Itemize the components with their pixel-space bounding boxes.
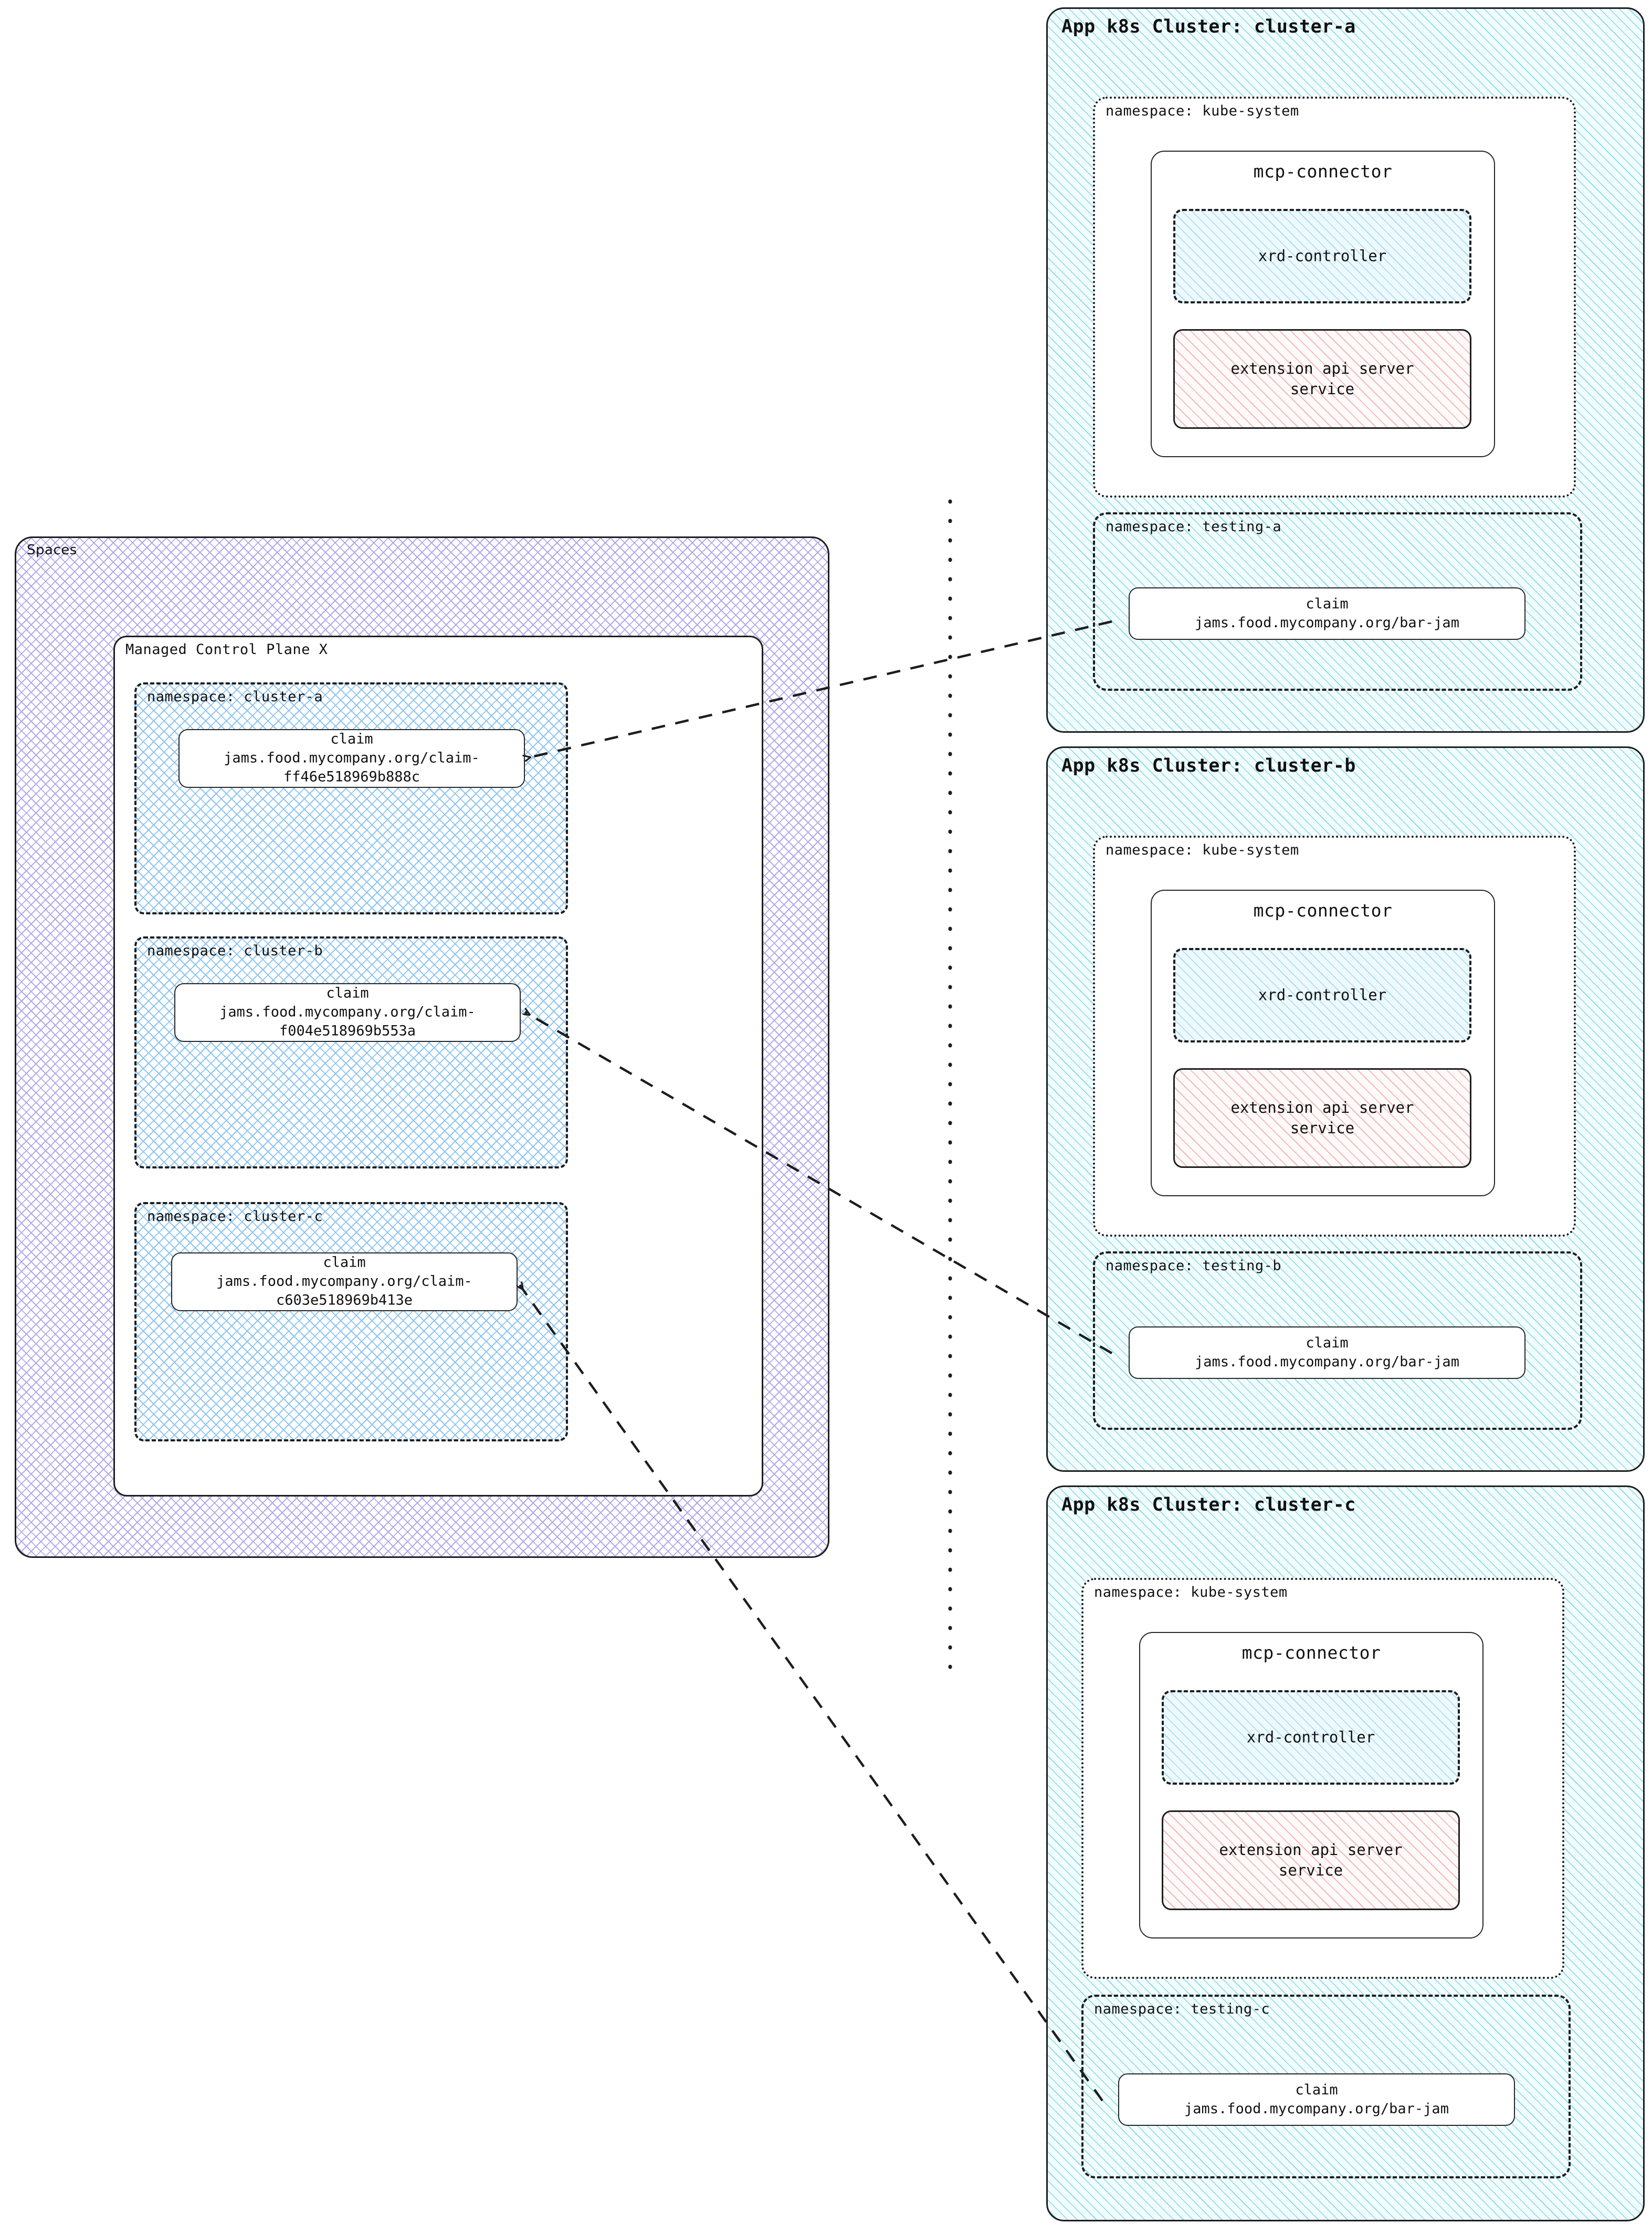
cluster-b-bar-jam-kind: claim — [1306, 1334, 1349, 1351]
namespace-cluster-a-label: namespace: cluster-a — [147, 689, 323, 705]
cluster-b-xrd-controller-label: xrd-controller — [1258, 986, 1387, 1004]
claim-cluster-b-text: claim jams.food.mycompany.org/claim- f00… — [175, 984, 520, 1041]
cluster-c-title: App k8s Cluster: cluster-c — [1061, 1494, 1356, 1515]
claim-cluster-c[interactable]: claim jams.food.mycompany.org/claim- c60… — [171, 1252, 518, 1311]
cluster-a-extension-api-server-service-label: extension api server service — [1230, 360, 1414, 398]
claim-cluster-c-text: claim jams.food.mycompany.org/claim- c60… — [172, 1253, 517, 1311]
claim-cluster-a-text: claim jams.food.mycompany.org/claim- ff4… — [180, 730, 524, 787]
cluster-c-bar-jam-claim-text: claim jams.food.mycompany.org/bar-jam — [1119, 2081, 1514, 2119]
cluster-b-testing-namespace-label: namespace: testing-b — [1106, 1258, 1282, 1274]
cluster-c-kube-system-label: namespace: kube-system — [1094, 1584, 1288, 1600]
cluster-a-xrd-controller: xrd-controller — [1173, 209, 1471, 303]
cluster-c-bar-jam-kind: claim — [1295, 2081, 1338, 2098]
cluster-b-extension-api-server-service-label: extension api server service — [1230, 1099, 1414, 1137]
cluster-b-xrd-controller: xrd-controller — [1173, 948, 1471, 1042]
cluster-a-kube-system-label: namespace: kube-system — [1106, 103, 1299, 119]
cluster-b-title: App k8s Cluster: cluster-b — [1061, 755, 1356, 776]
cluster-b-bar-jam-ref: jams.food.mycompany.org/bar-jam — [1195, 1354, 1459, 1370]
spaces-label: Spaces — [27, 542, 77, 558]
cluster-c-bar-jam-ref: jams.food.mycompany.org/bar-jam — [1184, 2101, 1449, 2117]
cluster-c-extension-api-server-service-label: extension api server service — [1219, 1841, 1403, 1879]
cluster-c-bar-jam-claim[interactable]: claim jams.food.mycompany.org/bar-jam — [1118, 2073, 1515, 2126]
namespace-cluster-b-label: namespace: cluster-b — [147, 943, 323, 959]
cluster-a-extension-api-server-service: extension api server service — [1173, 329, 1471, 429]
cluster-c-xrd-controller: xrd-controller — [1162, 1690, 1460, 1785]
cluster-a-xrd-controller-label: xrd-controller — [1258, 247, 1387, 265]
cluster-a-testing-namespace-label: namespace: testing-a — [1106, 519, 1282, 535]
cluster-b-bar-jam-claim-text: claim jams.food.mycompany.org/bar-jam — [1130, 1334, 1524, 1372]
cluster-c-xrd-controller-label: xrd-controller — [1246, 1728, 1375, 1746]
cluster-b-mcp-connector-title: mcp-connector — [1253, 900, 1393, 921]
namespace-cluster-c-label: namespace: cluster-c — [147, 1208, 323, 1225]
claim-cluster-c-kind: claim — [323, 1254, 366, 1271]
cluster-b-bar-jam-claim[interactable]: claim jams.food.mycompany.org/bar-jam — [1129, 1326, 1525, 1379]
cluster-c-testing-namespace-label: namespace: testing-c — [1094, 2001, 1270, 2017]
claim-cluster-b-kind: claim — [326, 985, 369, 1002]
cluster-c-mcp-connector-title: mcp-connector — [1241, 1642, 1381, 1663]
claim-cluster-c-ref: jams.food.mycompany.org/claim- c603e5189… — [216, 1273, 472, 1309]
namespace-cluster-b: namespace: cluster-b — [134, 936, 568, 1168]
cluster-a-bar-jam-ref: jams.food.mycompany.org/bar-jam — [1195, 615, 1459, 631]
cluster-b-extension-api-server-service: extension api server service — [1173, 1068, 1471, 1168]
namespace-cluster-c: namespace: cluster-c — [134, 1202, 568, 1441]
cluster-a-bar-jam-claim-text: claim jams.food.mycompany.org/bar-jam — [1130, 595, 1524, 633]
namespace-cluster-a: namespace: cluster-a — [134, 682, 568, 914]
claim-cluster-a-kind: claim — [330, 731, 373, 747]
cluster-c-extension-api-server-service: extension api server service — [1162, 1810, 1460, 1910]
cluster-a-testing-namespace: namespace: testing-a — [1093, 512, 1582, 691]
claim-cluster-b[interactable]: claim jams.food.mycompany.org/claim- f00… — [174, 983, 521, 1042]
claim-cluster-b-ref: jams.food.mycompany.org/claim- f004e5189… — [219, 1004, 476, 1040]
claim-cluster-a[interactable]: claim jams.food.mycompany.org/claim- ff4… — [178, 729, 525, 788]
cluster-a-mcp-connector-title: mcp-connector — [1253, 161, 1393, 182]
cluster-b-kube-system-label: namespace: kube-system — [1106, 842, 1299, 858]
cluster-a-bar-jam-claim[interactable]: claim jams.food.mycompany.org/bar-jam — [1129, 587, 1525, 640]
cluster-a-bar-jam-kind: claim — [1306, 595, 1349, 612]
cluster-a-title: App k8s Cluster: cluster-a — [1061, 16, 1356, 37]
claim-cluster-a-ref: jams.food.mycompany.org/claim- ff46e5189… — [224, 750, 480, 786]
control-plane-label: Managed Control Plane X — [125, 641, 328, 658]
